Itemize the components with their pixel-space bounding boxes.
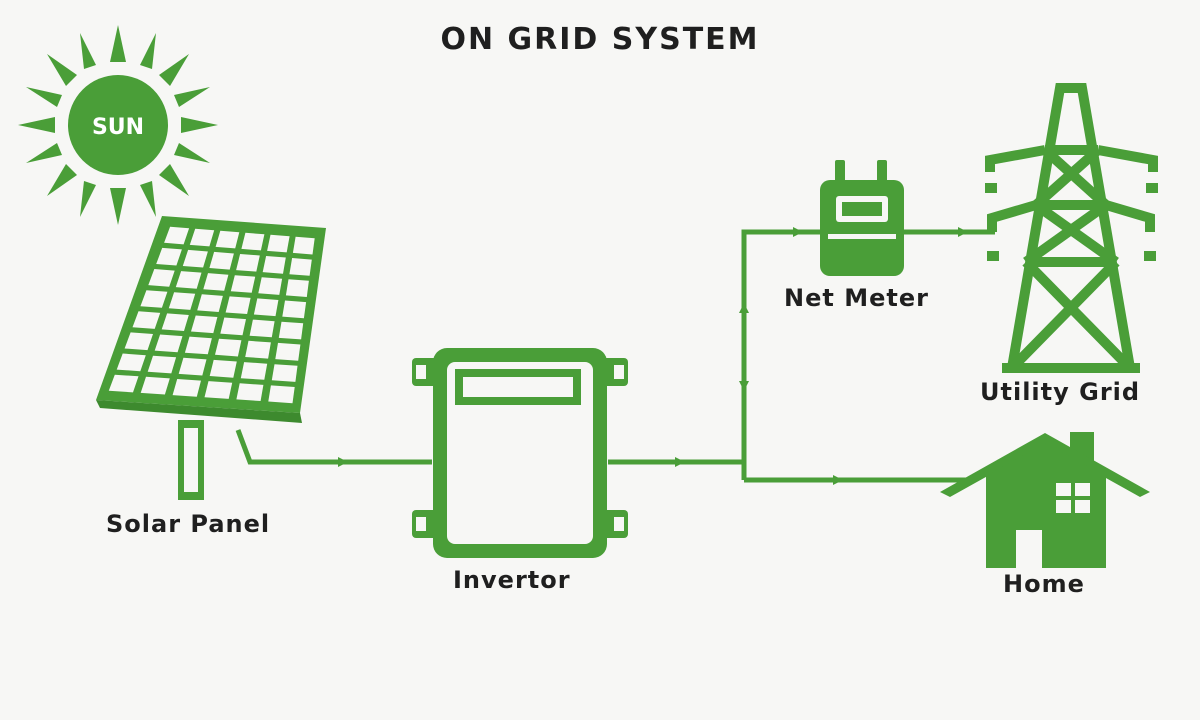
solar-cell	[140, 376, 170, 395]
solar-cell	[178, 357, 207, 376]
solar-cell	[204, 381, 233, 399]
net-meter-label: Net Meter	[784, 284, 929, 312]
solar-cell	[258, 277, 283, 295]
solar-cell	[267, 234, 290, 253]
inverter-icon	[412, 348, 628, 558]
connection-invertor-to-net-meter	[739, 227, 820, 480]
solar-cell	[164, 226, 190, 245]
solar-cell	[215, 230, 240, 249]
solar-cell	[278, 321, 304, 340]
solar-cell	[147, 355, 177, 374]
solar-cell	[292, 236, 315, 255]
sun-label: SUN	[92, 115, 144, 140]
diagram-title: ON GRID SYSTEM	[440, 22, 760, 57]
house-icon	[940, 432, 1150, 568]
solar-cell	[184, 336, 212, 355]
solar-cell	[148, 269, 175, 287]
solar-cell	[275, 342, 301, 361]
solar-cell	[168, 292, 196, 310]
solar-cell	[289, 258, 312, 276]
solar-cell	[116, 353, 146, 372]
solar-cell	[282, 300, 307, 319]
utility-grid-label: Utility Grid	[980, 378, 1141, 406]
solar-cell	[230, 275, 256, 293]
solar-panel-label: Solar Panel	[106, 510, 271, 538]
solar-cell	[262, 256, 286, 274]
solar-cell	[268, 385, 295, 404]
solar-cell	[285, 279, 309, 297]
solar-cell	[124, 332, 153, 351]
transmission-tower-icon	[985, 83, 1158, 373]
solar-cell	[172, 379, 201, 397]
invertor-label: Invertor	[453, 566, 571, 594]
solar-cell	[271, 364, 298, 382]
solar-cell	[161, 313, 189, 331]
solar-panel-icon	[96, 216, 326, 500]
meter-icon	[820, 160, 904, 276]
solar-cell	[197, 294, 223, 312]
solar-cell	[240, 362, 268, 380]
solar-cell	[236, 383, 264, 401]
solar-cell	[249, 319, 275, 338]
solar-cell	[182, 249, 208, 268]
connection-solar-to-invertor	[235, 429, 432, 467]
solar-cell	[245, 340, 271, 359]
home-label: Home	[1003, 570, 1085, 598]
solar-cell	[225, 296, 251, 314]
solar-cell	[209, 251, 234, 270]
solar-cell	[209, 359, 237, 378]
solar-cell	[191, 315, 218, 334]
solar-cell	[236, 254, 260, 272]
solar-cell	[132, 311, 161, 329]
solar-cell	[189, 228, 215, 247]
solar-cell	[175, 271, 202, 289]
solar-cell	[220, 317, 246, 336]
solar-cell	[156, 247, 182, 266]
solar-cell	[140, 290, 168, 308]
solar-cell	[203, 273, 229, 291]
solar-cell	[241, 232, 265, 251]
sun-icon	[18, 25, 218, 225]
solar-cell	[253, 298, 279, 317]
solar-cell	[154, 334, 183, 353]
solar-cell	[215, 338, 242, 357]
solar-cell	[108, 374, 139, 393]
